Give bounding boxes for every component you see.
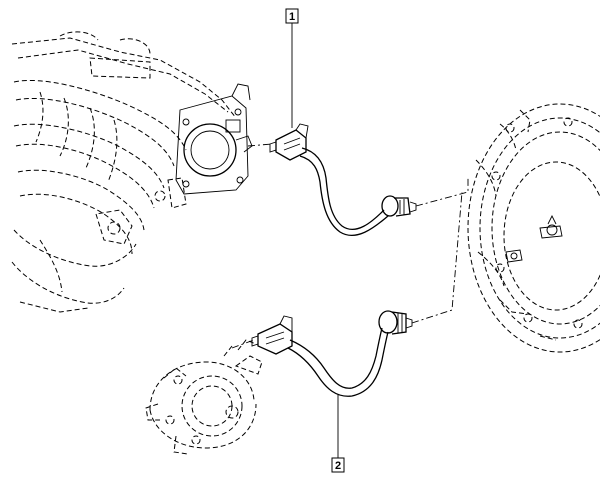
callout-1-label: 1 — [289, 11, 295, 23]
callout-2: 2 — [331, 457, 345, 473]
callout-leaders — [291, 23, 339, 458]
intake-manifold — [11, 31, 253, 313]
callout-1: 1 — [285, 8, 299, 24]
callout-2-label: 2 — [335, 460, 341, 472]
hose-2 — [251, 310, 413, 397]
actuator-motor — [145, 339, 263, 455]
assembly-axes — [231, 143, 469, 349]
transmission-housing — [467, 103, 600, 353]
hose-1 — [269, 123, 417, 237]
throttle-body — [175, 95, 249, 195]
